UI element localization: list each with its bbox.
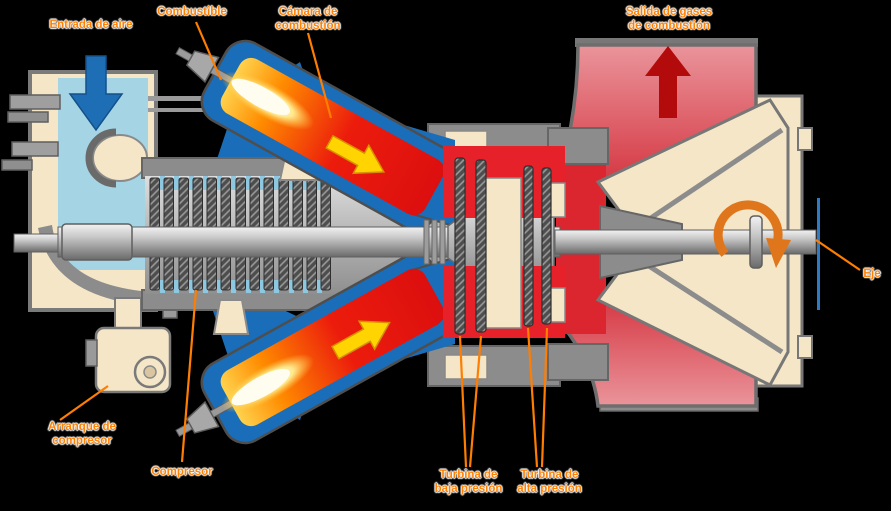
label-combustion-chamber-line1: Cámara de: [278, 6, 338, 18]
pointer-fuel: [194, 21, 223, 81]
label-exhaust-line2: de combustión: [628, 20, 710, 32]
turbine-blade-rows: [454, 157, 552, 335]
starter-gearbox: [85, 297, 178, 394]
turbine-section: [443, 146, 566, 338]
pointer-compressor: [180, 289, 198, 463]
pointer-hp-turbine-2: [540, 327, 549, 468]
pointer-lines: [59, 21, 861, 468]
pointer-lp-turbine-1: [458, 335, 468, 468]
label-exhaust: Salida de gases de combustión: [610, 5, 728, 33]
label-compressor: Compresor: [151, 466, 213, 478]
pointer-combustion-chamber: [306, 32, 333, 119]
pointer-hp-turbine-1: [526, 327, 539, 468]
label-shaft: Eje: [863, 268, 881, 280]
flow-arrows: [645, 46, 791, 268]
label-combustion-chamber-line2: combustión: [275, 20, 341, 32]
label-exhaust-line1: Salida de gases: [625, 6, 713, 18]
label-starter-line2: compresor: [52, 435, 112, 447]
label-hp-turbine-line2: alta presión: [517, 483, 582, 495]
pointer-starter: [59, 385, 109, 421]
label-air-inlet: Entrada de aire: [49, 19, 133, 31]
pointer-shaft: [815, 239, 861, 271]
label-starter: Arranque de compresor: [26, 420, 138, 448]
label-fuel: Combustible: [157, 6, 227, 18]
shaft-rotation-arrow: [713, 200, 783, 257]
label-hp-turbine-line1: Turbina de: [520, 469, 579, 481]
air-intake-arrow: [68, 55, 124, 132]
pointer-lp-turbine-2: [468, 335, 483, 468]
intake-section: [1, 55, 214, 312]
label-combustion-chamber: Cámara de combustión: [260, 5, 356, 33]
label-hp-turbine: Turbina de alta presión: [501, 468, 598, 496]
exhaust-arrow: [645, 46, 691, 118]
label-starter-line1: Arranque de: [48, 421, 116, 433]
